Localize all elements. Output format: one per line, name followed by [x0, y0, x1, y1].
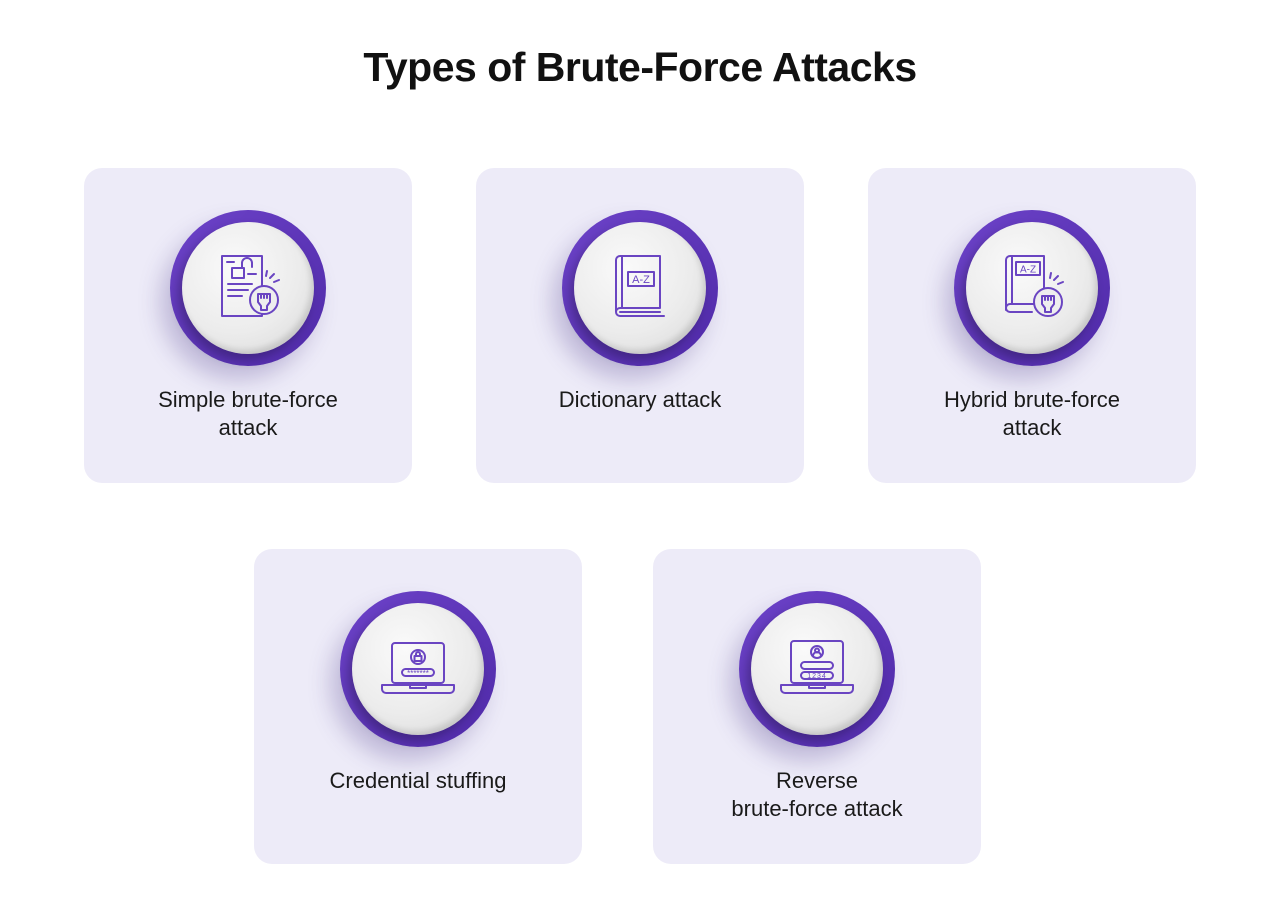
card-label: Hybrid brute-force attack	[868, 386, 1196, 442]
book-fist-icon: A-Z	[1005, 255, 1064, 317]
page-title: Types of Brute-Force Attacks	[363, 44, 917, 90]
label-line: attack	[1002, 415, 1062, 440]
laptop-user-pin-icon: 1234	[780, 640, 854, 694]
card-credential-stuffing: ******* Credential stuffing	[254, 549, 582, 864]
icon-text: 1234	[807, 673, 827, 680]
label-line: brute-force attack	[731, 796, 903, 821]
icon-badge: 1234	[739, 591, 895, 747]
icon-badge: *******	[340, 591, 496, 747]
icon-text: A-Z	[632, 274, 650, 286]
label-line: Credential stuffing	[329, 768, 507, 793]
label-line: Hybrid brute-force	[943, 387, 1121, 412]
label-line: Reverse	[776, 768, 858, 793]
card-label: Credential stuffing	[254, 767, 582, 795]
laptop-lock-password-icon: *******	[381, 642, 455, 694]
icon-badge	[170, 210, 326, 366]
card-label: Simple brute-force attack	[84, 386, 412, 442]
card-label: Reverse brute-force attack	[653, 767, 981, 823]
label-line: Simple brute-force	[158, 387, 338, 412]
dictionary-book-icon: A-Z	[615, 255, 665, 317]
label-line: Dictionary attack	[558, 387, 722, 412]
icon-badge: A-Z	[562, 210, 718, 366]
icon-text: A-Z	[1020, 265, 1036, 276]
card-reverse-brute-force: 1234 Reverse brute-force attack	[653, 549, 981, 864]
card-simple-brute-force: Simple brute-force attack	[84, 168, 412, 483]
icon-text: *******	[407, 669, 429, 678]
card-label: Dictionary attack	[476, 386, 804, 414]
card-hybrid-brute-force: A-Z Hybrid brute-force attack	[868, 168, 1196, 483]
card-dictionary-attack: A-Z Dictionary attack	[476, 168, 804, 483]
icon-badge: A-Z	[954, 210, 1110, 366]
label-line: attack	[218, 415, 278, 440]
document-lock-fist-icon	[221, 255, 280, 317]
